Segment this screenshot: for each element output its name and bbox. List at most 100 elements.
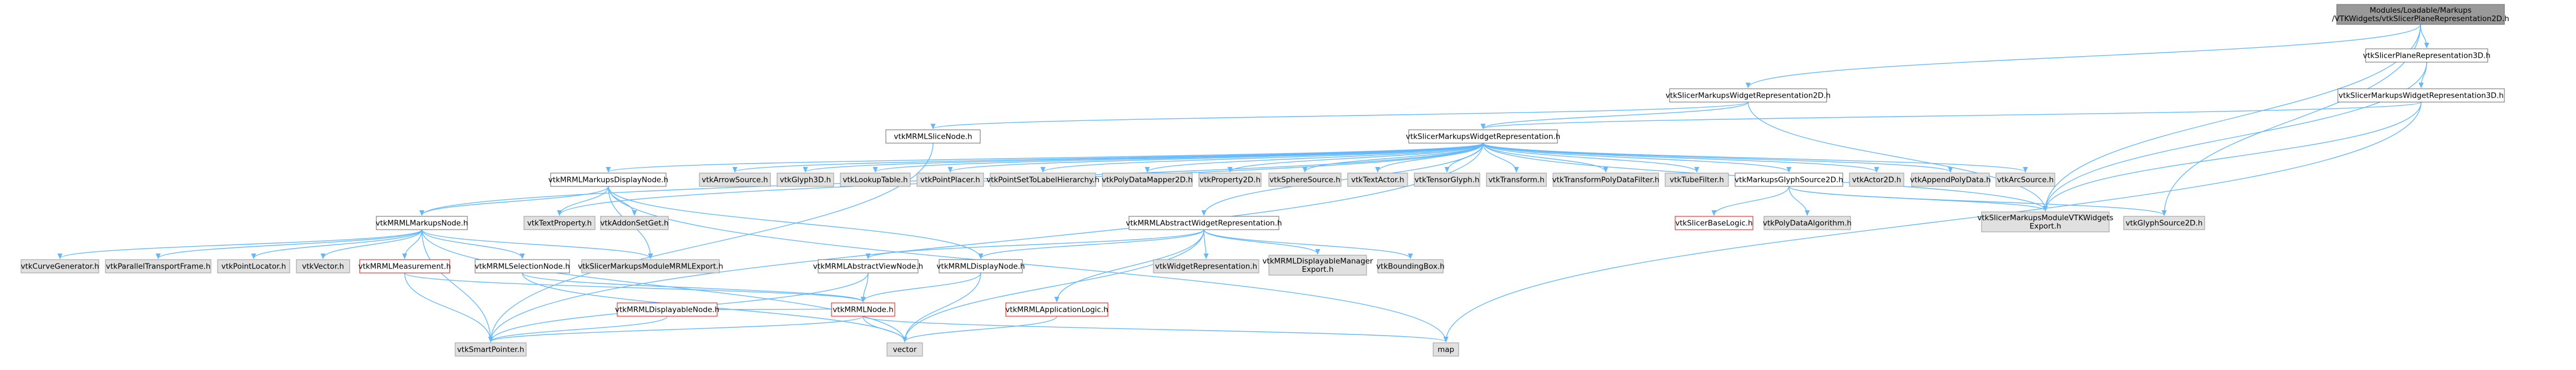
node-ptlocator: vtkPointLocator.h [217,259,290,273]
node-mwr3d[interactable]: vtkSlicerMarkupsWidgetRepresentation3D.h [2337,88,2505,103]
node-label: /VTKWidgets/vtkSlicerPlaneRepresentation… [2332,14,2509,23]
node-box [1128,216,1279,230]
node-applogic[interactable]: vtkMRMLApplicationLogic.h [1005,302,1108,317]
node-box [840,173,911,187]
edge-markupsnode-to-smartptr [421,229,491,342]
node-label: vtkMarkupsGlyphSource2D.h [1735,176,1843,185]
node-arcsource: vtkArcSource.h [1995,173,2055,187]
node-measurement[interactable]: vtkMRMLMeasurement.h [359,259,451,273]
edge-amwr-to-aviewnode [868,229,1204,259]
node-label: vtkSlicerMarkupsModuleMRMLExport.h [578,262,723,271]
node-appendpd: vtkAppendPolyData.h [1910,173,1991,187]
node-root[interactable]: Modules/Loadable/Markups/VTKWidgets/vtkS… [2332,4,2509,25]
edge-mwr3d-to-mwr [1483,102,2422,129]
edge-amwr-to-bbox [1203,229,1410,259]
edge-markupsnode-to-vector [421,229,905,342]
node-baselogic[interactable]: vtkSlicerBaseLogic.h [1675,216,1753,230]
edge-displayablenode-to-smartptr [491,316,668,342]
edge-markupsnode-to-mrmlexport [421,229,651,259]
edge-mwr-to-actor2d [1483,143,1877,172]
node-label: vtkPolyDataMapper2D.h [1102,176,1193,185]
edge-mwr-to-arrow [735,143,1484,172]
node-label: vtkSlicerMarkupsModuleVTKWidgets [1978,214,2114,222]
node-box [1665,173,1729,187]
node-label: vtkActor2D.h [1852,176,1901,185]
node-label: vtkMRMLAbstractViewNode.h [813,262,923,271]
node-vector: vector [886,342,923,357]
node-label: vtkPointSetToLabelHierarchy.h [986,176,1100,185]
node-label: vtkCurveGenerator.h [21,262,99,271]
node-mwr[interactable]: vtkSlicerMarkupsWidgetRepresentation.h [1406,129,1560,144]
node-mrmlnode[interactable]: vtkMRMLNode.h [831,302,895,317]
node-box [1552,173,1659,187]
edge-displaynode-to-vector [905,272,981,342]
node-label: vtkTransform.h [1488,176,1544,185]
node-box [916,173,984,187]
node-box [1198,173,1262,187]
node-displayablenode[interactable]: vtkMRMLDisplayableNode.h [615,302,719,317]
node-label: vtkPolyDataAlgorithm.h [1763,219,1852,228]
node-displaynode[interactable]: vtkMRMLDisplayNode.h [936,259,1025,273]
node-label: vtkLookupTable.h [843,176,908,185]
node-box [1102,173,1193,187]
node-selectionnode[interactable]: vtkMRMLSelectionNode.h [475,259,570,273]
node-box [1981,211,2110,232]
node-aviewnode[interactable]: vtkMRMLAbstractViewNode.h [813,259,923,273]
node-label: vtkVector.h [302,262,344,271]
node-mdn[interactable]: vtkMRMLMarkupsDisplayNode.h [548,173,668,187]
node-plane3d[interactable]: vtkSlicerPlaneRepresentation3D.h [2363,48,2491,63]
node-transform: vtkTransform.h [1486,173,1547,187]
edge-mwr-to-sphere [1305,143,1484,172]
node-pdm2d: vtkPolyDataMapper2D.h [1102,173,1193,187]
node-mwr2d[interactable]: vtkSlicerMarkupsWidgetRepresentation2D.h [1666,88,1831,103]
node-box [2336,4,2505,25]
node-box [523,216,596,230]
node-label: vtkSlicerMarkupsWidgetRepresentation.h [1406,133,1560,141]
node-lut: vtkLookupTable.h [840,173,911,187]
edge-mgs2d-to-baselogic [1714,186,1789,215]
edge-amwr-to-displaynode [981,229,1204,259]
edge-mgs2d-to-pda [1788,186,1807,215]
node-box [1005,302,1108,317]
node-box [777,173,834,187]
node-ptf: vtkParallelTransportFrame.h [105,259,211,273]
node-glyph3d: vtkGlyph3D.h [777,173,834,187]
node-mrmlexport: vtkSlicerMarkupsModuleMRMLExport.h [578,259,723,273]
edge-mwr-to-textactor [1378,143,1484,172]
node-label: vtkMRMLMarkupsDisplayNode.h [548,176,668,185]
node-prop2d: vtkProperty2D.h [1198,173,1262,187]
node-mgs2d[interactable]: vtkMarkupsGlyphSource2D.h [1735,173,1843,187]
edge-mdn-to-markupsnode [422,186,609,215]
edge-plane3d-to-mwr3d [2421,62,2427,88]
node-box [939,259,1023,273]
node-textprop: vtkTextProperty.h [523,216,596,230]
node-box [105,259,211,273]
node-label: vtkPointLocator.h [221,262,286,271]
node-label: vtkMRMLDisplayNode.h [936,262,1025,271]
node-box [617,302,718,317]
node-box [1669,88,1827,103]
node-glyphsrc2d: vtkGlyphSource2D.h [2123,216,2205,230]
node-label: vtkProperty2D.h [1199,176,1261,185]
edge-markupsnode-to-selectionnode [421,229,522,259]
edge-mwr-to-pslh [1043,143,1484,172]
node-box [2337,88,2505,103]
node-tube: vtkTubeFilter.h [1665,173,1729,187]
node-box [1377,259,1444,273]
node-box [1347,173,1408,187]
node-box [1433,342,1459,357]
node-label: vtkSphereSource.h [1269,176,1340,185]
node-smartptr: vtkSmartPointer.h [455,342,527,357]
node-addonset: vtkAddonSetGet.h [600,216,669,230]
node-label: vtkTransformPolyDataFilter.h [1552,176,1659,185]
node-amwr[interactable]: vtkMRMLAbstractWidgetRepresentation.h [1126,216,1282,230]
edge-mwr-to-transform [1483,143,1516,172]
edge-mwr-to-appendpd [1483,143,1950,172]
node-box [699,173,771,187]
node-slicenode[interactable]: vtkMRMLSliceNode.h [885,129,981,144]
edge-amwr-to-vector [905,229,1204,342]
node-label: map [1438,346,1454,354]
node-markupsnode[interactable]: vtkMRMLMarkupsNode.h [376,216,468,230]
